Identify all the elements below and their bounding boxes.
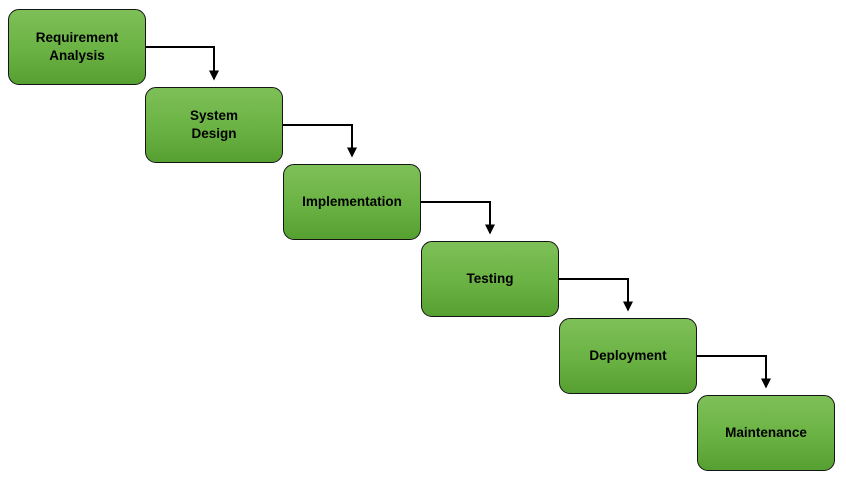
stage-box-system-design: System Design <box>145 87 283 163</box>
stage-box-testing: Testing <box>421 241 559 317</box>
stage-box-implementation: Implementation <box>283 164 421 240</box>
stage-label-deployment: Deployment <box>589 347 667 363</box>
stage-box-deployment: Deployment <box>559 318 697 394</box>
stage-label-testing: Testing <box>466 270 514 286</box>
arrow-testing-to-deployment <box>559 278 633 312</box>
arrow-system-design-to-implementation <box>283 124 357 158</box>
stage-label-system-design: System Design <box>189 107 239 141</box>
stage-label-implementation: Implementation <box>302 193 402 209</box>
stage-box-maintenance: Maintenance <box>697 395 835 471</box>
arrow-deployment-to-maintenance <box>697 355 771 389</box>
arrow-implementation-to-testing <box>421 201 495 235</box>
stage-box-requirement-analysis: Requirement Analysis <box>8 9 146 85</box>
arrow-requirement-analysis-to-system-design <box>146 46 219 81</box>
stage-label-requirement-analysis: Requirement Analysis <box>35 29 119 63</box>
stage-label-maintenance: Maintenance <box>725 424 807 440</box>
